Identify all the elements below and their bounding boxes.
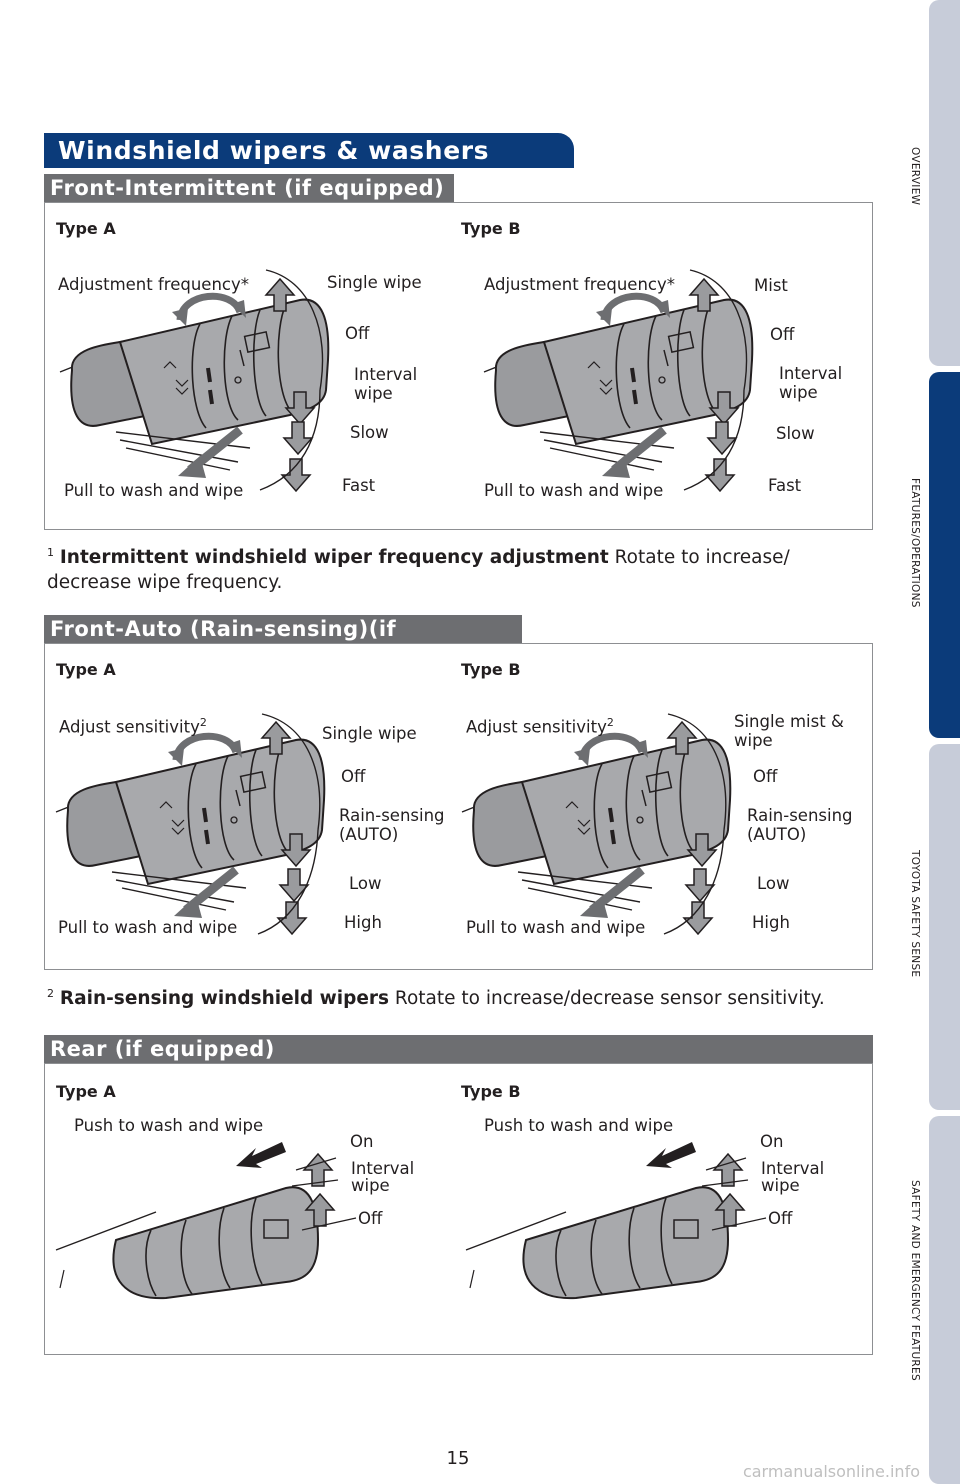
label-adjust-sensitivity: Adjust sensitivity2 bbox=[466, 716, 614, 737]
nav-label-safety-sense: TOYOTA SAFETY SENSE bbox=[909, 850, 921, 978]
nav-tab-safety-emergency[interactable] bbox=[929, 1116, 960, 1484]
label-pull-to-wash: Pull to wash and wipe bbox=[484, 481, 664, 500]
rear-wiper-stalk-illustration bbox=[55, 1142, 357, 1300]
type-b-label: Type B bbox=[461, 660, 521, 679]
label-off: Off bbox=[345, 324, 370, 343]
label-fast: Fast bbox=[342, 476, 376, 495]
nav-tab-overview[interactable] bbox=[929, 0, 960, 366]
label-push-to-wash: Push to wash and wipe bbox=[74, 1116, 264, 1135]
panel-rear bbox=[44, 1063, 873, 1355]
type-a-label: Type A bbox=[56, 219, 116, 238]
panel-front-auto bbox=[44, 643, 873, 970]
label-interval-wipe: Interval wipe bbox=[761, 1159, 825, 1195]
label-interval-wipe: Interval wipe bbox=[354, 365, 418, 403]
label-adjust-sensitivity: Adjust sensitivity2 bbox=[59, 716, 207, 737]
label-adjustment-frequency: Adjustment frequency* bbox=[484, 275, 675, 294]
label-slow: Slow bbox=[776, 424, 815, 443]
label-off: Off bbox=[768, 1209, 793, 1228]
label-high: High bbox=[344, 913, 382, 932]
direction-arrows bbox=[572, 713, 727, 935]
label-mist: Mist bbox=[754, 276, 788, 295]
section-header-rear: Rear (if equipped) bbox=[44, 1035, 873, 1063]
page-title: Windshield wipers & washers bbox=[44, 133, 574, 168]
label-pull-to-wash: Pull to wash and wipe bbox=[64, 481, 244, 500]
nav-label-overview: OVERVIEW bbox=[909, 147, 921, 206]
footnote-1: 1 Intermittent windshield wiper frequenc… bbox=[47, 546, 790, 594]
label-interval-wipe: Interval wipe bbox=[779, 364, 843, 402]
panel-front-intermittent bbox=[44, 202, 873, 530]
label-single-wipe: Single wipe bbox=[327, 273, 422, 292]
section-header-front-intermittent: Front-Intermittent (if equipped) bbox=[44, 174, 454, 202]
label-off: Off bbox=[358, 1209, 383, 1228]
label-on: On bbox=[760, 1132, 784, 1151]
label-low: Low bbox=[349, 874, 382, 893]
label-push-to-wash: Push to wash and wipe bbox=[484, 1116, 674, 1135]
nav-label-features: FEATURES/OPERATIONS bbox=[909, 478, 921, 608]
label-on: On bbox=[350, 1132, 374, 1151]
label-adjustment-frequency: Adjustment frequency* bbox=[58, 275, 249, 294]
nav-tab-features[interactable] bbox=[929, 372, 960, 738]
label-off: Off bbox=[753, 767, 778, 786]
label-off: Off bbox=[341, 767, 366, 786]
nav-tab-safety-sense[interactable] bbox=[929, 744, 960, 1110]
label-off: Off bbox=[770, 325, 795, 344]
label-slow: Slow bbox=[350, 423, 389, 442]
label-rain-sensing: Rain-sensing (AUTO) bbox=[747, 806, 853, 844]
label-pull-to-wash: Pull to wash and wipe bbox=[466, 918, 646, 937]
label-single-mist-wipe: Single mist & wipe bbox=[734, 712, 844, 750]
footnote-2: 2 Rain-sensing windshield wipers Rotate … bbox=[47, 987, 825, 1010]
label-interval-wipe: Interval wipe bbox=[351, 1159, 415, 1195]
type-a-label: Type A bbox=[56, 660, 116, 679]
label-pull-to-wash: Pull to wash and wipe bbox=[58, 918, 238, 937]
direction-arrows bbox=[166, 713, 321, 935]
direction-arrows bbox=[170, 269, 324, 492]
type-b-label: Type B bbox=[461, 1082, 521, 1101]
watermark: carmanualsonline.info bbox=[742, 1462, 920, 1481]
rear-wiper-stalk-illustration bbox=[465, 1142, 767, 1300]
type-b-label: Type B bbox=[461, 219, 521, 238]
section-header-front-auto: Front-Auto (Rain-sensing)(if equipped) bbox=[44, 615, 522, 669]
nav-label-safety-emergency: SAFETY AND EMERGENCY FEATURES bbox=[909, 1180, 921, 1381]
label-rain-sensing: Rain-sensing (AUTO) bbox=[339, 806, 445, 844]
label-high: High bbox=[752, 913, 790, 932]
label-fast: Fast bbox=[768, 476, 802, 495]
label-single-wipe: Single wipe bbox=[322, 724, 417, 743]
direction-arrows bbox=[594, 269, 748, 492]
page-number: 15 bbox=[446, 1448, 470, 1469]
label-low: Low bbox=[757, 874, 790, 893]
type-a-label: Type A bbox=[56, 1082, 116, 1101]
